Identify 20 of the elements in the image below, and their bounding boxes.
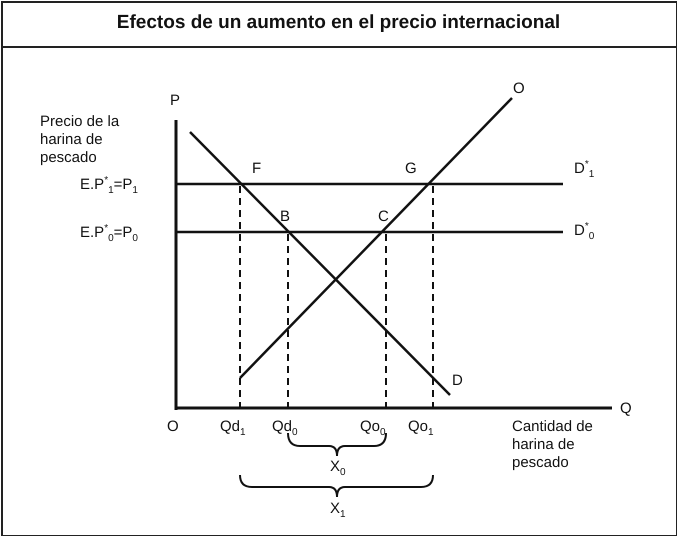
origin-label: O: [167, 418, 179, 436]
quantity-label: Qd$_{0}$: [272, 418, 298, 436]
curve-label: D: [452, 372, 463, 390]
price-label: E.P$^{*}$$_{0}$=P$_{0}$: [80, 224, 138, 242]
point-label: B: [280, 208, 290, 226]
quantity-label: Qo$_{0}$: [360, 418, 386, 436]
axis-label: P: [170, 92, 180, 110]
axis-title: Precio de la harina de pescado: [40, 113, 120, 167]
brace-label: X$_{0}$: [330, 458, 346, 476]
point-label: C: [378, 208, 389, 226]
point-label: F: [252, 160, 262, 178]
quantity-label: Qo$_{1}$: [408, 418, 434, 436]
quantity-label: Qd$_{1}$: [220, 418, 246, 436]
price-label: E.P$^{*}$$_{1}$=P$_{1}$: [80, 176, 138, 194]
axis-title: Cantidad de harina de pescado: [512, 418, 594, 472]
brace-label: X$_{1}$: [330, 500, 346, 518]
point-label: G: [405, 160, 417, 178]
curve-label: O: [513, 80, 525, 98]
axis-label: Q: [620, 400, 632, 418]
diagram-title: Efectos de un aumento en el precio internacional: [116, 12, 562, 34]
